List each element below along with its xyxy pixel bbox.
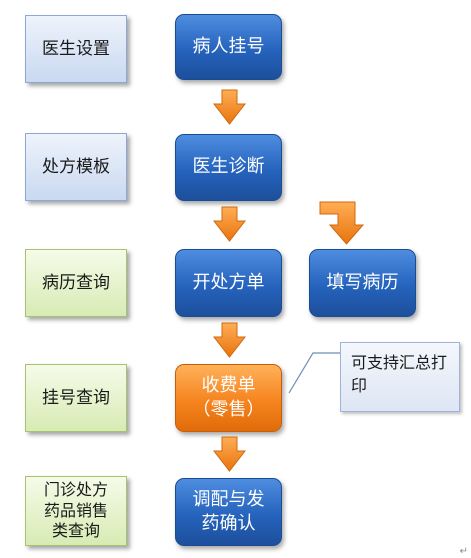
side-box-medical-record-query[interactable]: 病历查询 — [25, 249, 127, 317]
flow-box-label: 病人挂号 — [192, 35, 265, 57]
flow-box-issue-prescription[interactable]: 开处方单 — [175, 249, 282, 317]
side-box-outpatient-drug-sales-query[interactable]: 门诊处方 药品销售 类查询 — [25, 476, 127, 546]
flow-box-fill-medical-record[interactable]: 填写病历 — [309, 249, 416, 317]
side-box-label: 病历查询 — [42, 272, 110, 293]
callout-leader-line — [288, 352, 340, 394]
flow-box-line: 收费单 — [201, 374, 256, 396]
side-box-line: 门诊处方 — [43, 479, 108, 499]
flow-box-line: 调配与发 — [192, 488, 265, 510]
down-arrow-2 — [212, 206, 247, 242]
flow-box-dispense-confirm[interactable]: 调配与发 药确认 — [175, 478, 282, 546]
down-arrow-1 — [212, 89, 247, 125]
callout-text: 可支持汇总打印 — [351, 353, 448, 396]
flow-box-patient-registration[interactable]: 病人挂号 — [175, 14, 282, 80]
flow-box-label: 医生诊断 — [192, 156, 265, 178]
side-box-registration-query[interactable]: 挂号查询 — [25, 364, 127, 432]
flow-box-line: 药确认 — [201, 513, 256, 534]
side-box-label: 挂号查询 — [42, 387, 110, 408]
side-box-line: 类查询 — [51, 521, 100, 541]
side-box-prescription-template[interactable]: 处方模板 — [25, 133, 127, 201]
flow-box-line: （零售） — [192, 399, 265, 420]
elbow-arrow — [319, 201, 365, 245]
paragraph-mark: ↵ — [459, 546, 468, 557]
down-arrow-4 — [212, 436, 247, 472]
side-box-label: 处方模板 — [42, 156, 110, 177]
flow-box-label: 填写病历 — [326, 271, 399, 293]
flow-box-charge-slip[interactable]: 收费单 （零售） — [175, 364, 282, 432]
callout-summary-print: 可支持汇总打印 — [340, 342, 460, 412]
flow-box-doctor-diagnosis[interactable]: 医生诊断 — [175, 134, 282, 201]
side-box-doctor-settings[interactable]: 医生设置 — [25, 15, 127, 83]
side-box-label: 医生设置 — [42, 38, 110, 59]
down-arrow-3 — [212, 322, 247, 358]
side-box-line: 药品销售 — [43, 500, 108, 520]
flow-box-label: 开处方单 — [192, 271, 265, 293]
